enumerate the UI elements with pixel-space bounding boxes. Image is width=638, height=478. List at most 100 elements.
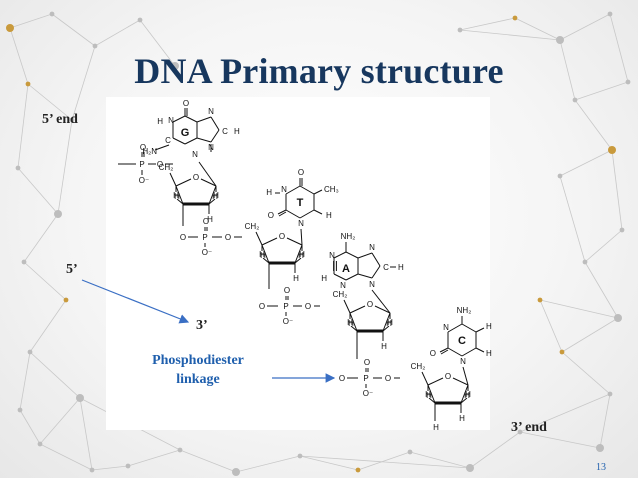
- bond-line: [313, 209, 323, 215]
- atom-label: O: [183, 99, 189, 108]
- network-line: [23, 261, 67, 301]
- atom-label: P: [283, 302, 288, 311]
- bond-line: [285, 209, 301, 219]
- bond-line: [333, 273, 347, 281]
- network-node: [457, 27, 463, 33]
- network-node: [608, 146, 616, 154]
- atom-label: H: [174, 192, 180, 201]
- atom-label: NH₂: [341, 232, 356, 241]
- atom-label: N: [369, 280, 375, 289]
- network-line: [23, 213, 59, 263]
- atom-label: O: [259, 302, 265, 311]
- slide-title: DNA Primary structure: [134, 51, 504, 91]
- atom-label: O: [367, 300, 373, 309]
- network-line: [19, 351, 31, 411]
- bond-line: [447, 347, 463, 357]
- bond-line: [349, 312, 358, 332]
- atom-label: H: [486, 322, 492, 331]
- five-prime-arrow: [81, 279, 190, 324]
- bond-line: [343, 299, 351, 314]
- atom-label: N: [168, 116, 174, 125]
- atom-label: H: [299, 250, 305, 259]
- bond-line: [382, 312, 391, 332]
- bond-line: [461, 323, 477, 333]
- network-node: [37, 441, 43, 447]
- atom-label: H: [234, 127, 240, 136]
- linkage-line-1: Phosphodiester: [152, 353, 244, 368]
- atom-label: O: [445, 372, 451, 381]
- atom-label: C: [383, 263, 389, 272]
- network-node: [54, 210, 62, 218]
- network-line: [71, 45, 96, 121]
- atom-label: N: [192, 150, 198, 159]
- bond-line: [184, 115, 198, 123]
- bond-line: [461, 347, 477, 357]
- atom-label: P: [139, 160, 144, 169]
- network-node: [92, 43, 98, 49]
- bond-line: [255, 231, 263, 246]
- atom-label: N: [208, 107, 214, 116]
- atom-label: CH₂: [245, 222, 260, 231]
- network-line: [17, 167, 59, 215]
- atom-label: N: [443, 323, 449, 332]
- bond-line: [294, 257, 302, 264]
- atom-label: CH₂: [159, 163, 174, 172]
- atom-label: C: [458, 335, 466, 347]
- bond-line: [277, 209, 287, 215]
- network-line: [299, 455, 359, 471]
- bond-line: [278, 211, 287, 217]
- bond-line: [371, 289, 391, 314]
- atom-label: CH₂: [411, 362, 426, 371]
- bond-line: [286, 237, 303, 246]
- three-prime-label: 3’: [196, 318, 208, 333]
- atom-label: O⁻: [139, 176, 149, 185]
- atom-label: H: [426, 391, 432, 400]
- network-line: [51, 13, 96, 47]
- bond-line: [357, 252, 373, 259]
- atom-label: H: [260, 251, 266, 260]
- atom-label: P: [363, 374, 368, 383]
- bond-line: [169, 172, 177, 187]
- bond-line: [371, 265, 381, 279]
- atom-label: H: [465, 390, 471, 399]
- network-node: [407, 449, 413, 455]
- network-line: [127, 449, 181, 467]
- network-node: [177, 447, 183, 453]
- atom-label: H: [347, 318, 353, 327]
- bond-line: [357, 273, 373, 279]
- network-line: [519, 431, 601, 449]
- network-node: [557, 173, 563, 179]
- bond-line: [184, 137, 198, 145]
- bond-line: [299, 209, 315, 219]
- bond-line: [475, 327, 485, 333]
- network-node: [125, 463, 131, 469]
- atom-label: H: [212, 192, 218, 201]
- atom-label: H: [398, 263, 404, 272]
- bond-line: [154, 144, 170, 151]
- network-line: [57, 119, 73, 215]
- network-line: [559, 175, 586, 263]
- atom-label: O: [385, 374, 391, 383]
- bond-line: [374, 305, 391, 314]
- network-line: [94, 19, 141, 47]
- network-line: [574, 99, 613, 151]
- atom-label: O⁻: [202, 248, 212, 257]
- bond-line: [447, 323, 463, 333]
- network-node: [63, 297, 69, 303]
- bond-line: [452, 377, 469, 386]
- atom-label: O: [284, 286, 290, 295]
- atom-label: H: [326, 211, 332, 220]
- network-node: [572, 97, 578, 103]
- bond-line: [210, 116, 220, 131]
- atom-label: H: [348, 319, 354, 328]
- atom-label: N: [329, 251, 335, 260]
- atom-label: H: [433, 423, 439, 432]
- network-line: [19, 409, 41, 445]
- atom-label: O: [157, 160, 163, 169]
- atom-label: N: [340, 281, 346, 290]
- network-node: [21, 259, 27, 265]
- network-node: [625, 79, 631, 85]
- network-node: [89, 467, 95, 473]
- bond-line: [172, 137, 186, 145]
